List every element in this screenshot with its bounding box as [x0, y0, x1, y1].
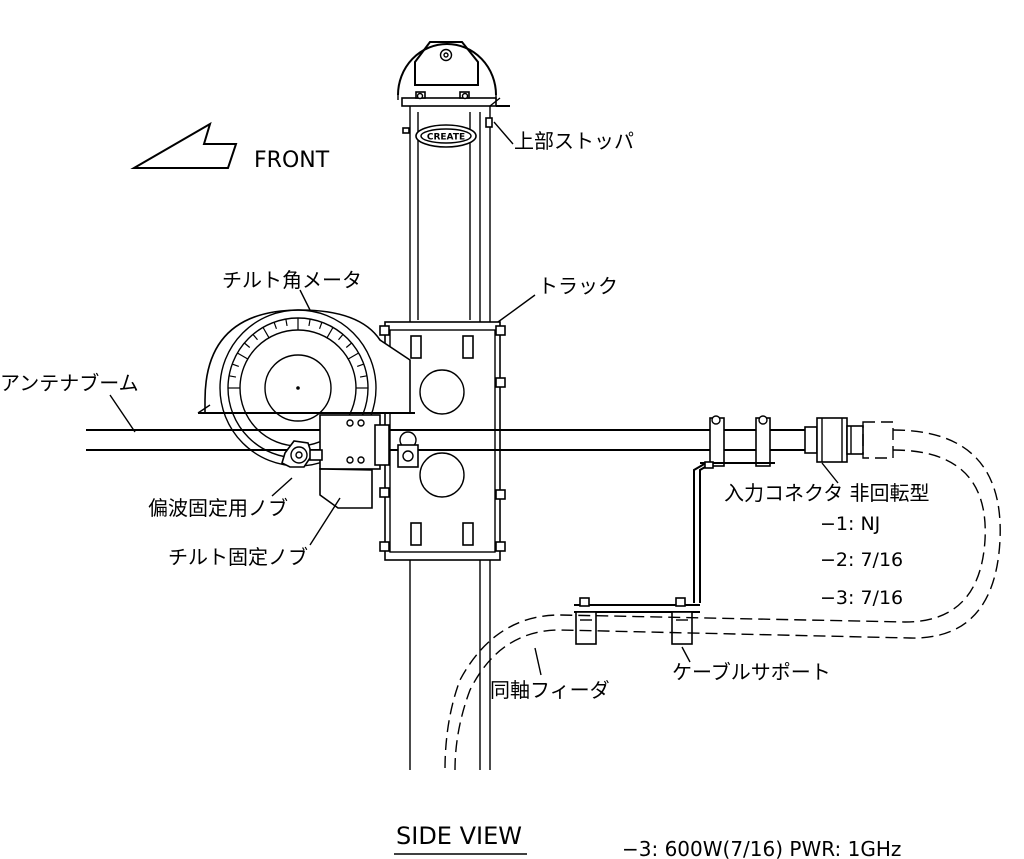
dial-tick	[318, 322, 323, 330]
input-connector	[804, 417, 894, 463]
dial-tick	[228, 375, 237, 378]
dial-tick	[308, 318, 311, 327]
dial-tick	[345, 342, 353, 348]
track-label: トラック	[538, 274, 618, 298]
antenna-boom	[86, 429, 805, 451]
clamp-assembly	[319, 414, 419, 509]
dial-tick	[232, 363, 240, 368]
dial-tick	[252, 333, 258, 341]
right-bracket	[693, 415, 775, 603]
top-stopper-label: 上部ストッパ	[514, 129, 634, 153]
top-stopper	[401, 91, 510, 134]
dial-tick	[338, 333, 344, 341]
svg-text:CREATE: CREATE	[427, 133, 465, 143]
dial-tick	[356, 363, 364, 368]
polarization-knob-label: 偏波固定用ノブ	[148, 496, 288, 520]
dial-tick	[262, 327, 270, 339]
connector-option-2: −2: 7/16	[820, 549, 903, 571]
connector-label: 入力コネクタ 非回転型	[724, 481, 930, 505]
dial-tick	[273, 322, 278, 330]
connector-option-3: −3: 7/16	[820, 587, 903, 609]
cable-support-label: ケーブルサポート	[672, 660, 831, 684]
tilt-meter-label: チルト角メータ	[222, 268, 362, 292]
polarization-knob	[281, 440, 323, 468]
antenna-boom-label: アンテナブーム	[0, 371, 139, 395]
view-title: SIDE VIEW	[396, 822, 522, 850]
tilt-knob-label: チルト固定ノブ	[168, 545, 308, 569]
cable-support	[574, 597, 700, 645]
dial-tick	[326, 327, 334, 339]
create-logo: CREATE	[415, 124, 477, 148]
dial-tick	[359, 375, 368, 378]
leader-lines	[109, 121, 839, 676]
dial-tick	[237, 352, 249, 360]
spec-note: −3: 600W(7/16) PWR: 1GHz	[622, 837, 901, 859]
front-label: FRONT	[254, 148, 330, 173]
front-arrow-icon	[130, 121, 238, 169]
connector-option-1: −1: NJ	[820, 513, 880, 535]
tilt-meter	[197, 309, 415, 467]
dial-tick	[347, 352, 359, 360]
coax-feeder	[444, 429, 1001, 771]
top-pulley	[397, 41, 497, 100]
coax-feeder-label: 同軸フィーダ	[490, 678, 610, 702]
dial-tick	[285, 318, 288, 327]
dial-tick	[243, 342, 251, 348]
